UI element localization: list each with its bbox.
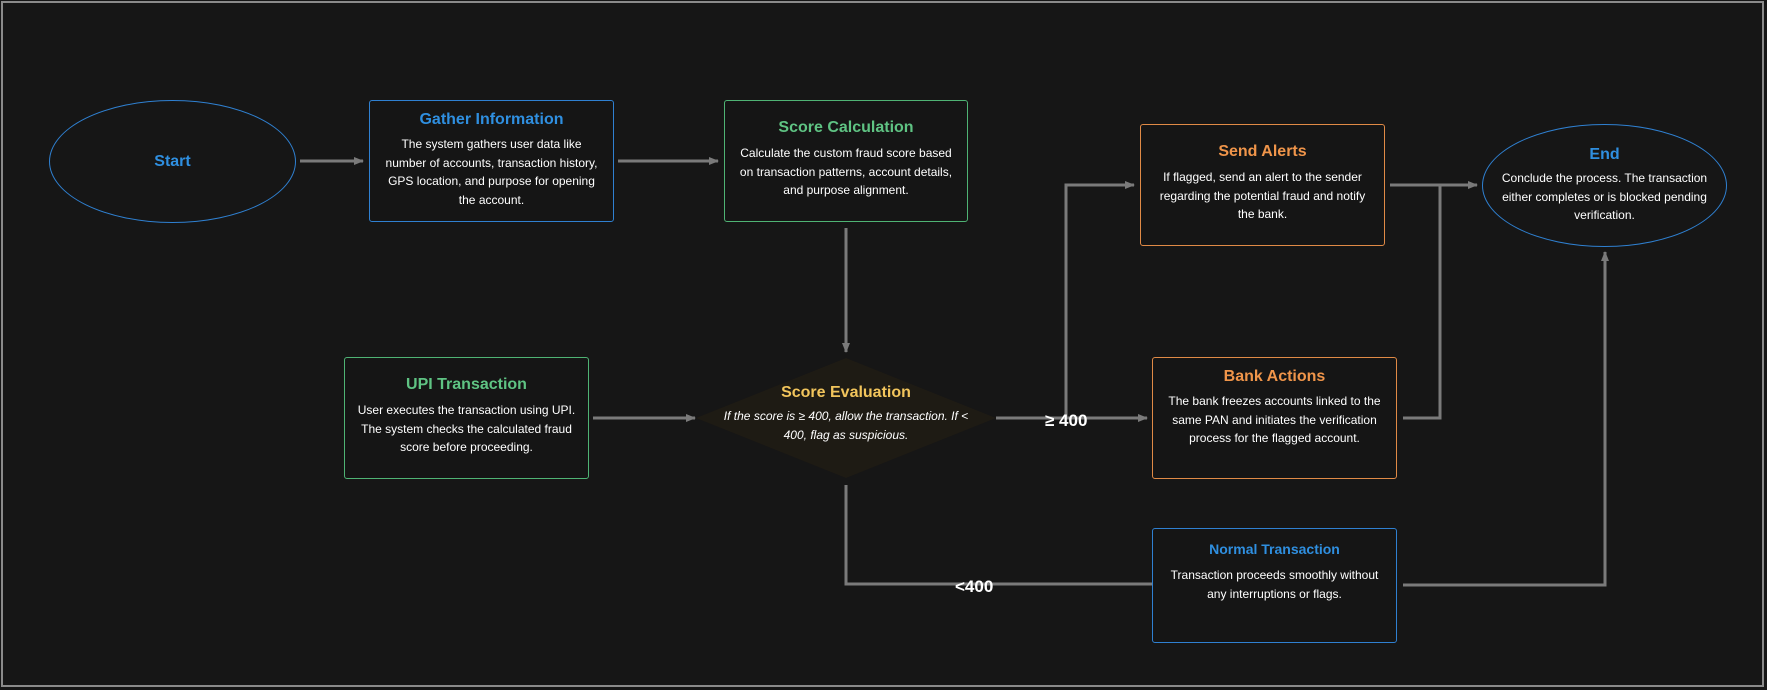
- upi-transaction-title: UPI Transaction: [406, 376, 527, 393]
- edge-label-lt-400: <400: [955, 577, 994, 596]
- upi-transaction-desc: User executes the transaction using UPI.…: [357, 403, 576, 454]
- score-calculation-title: Score Calculation: [778, 119, 914, 136]
- normal-transaction-title: Normal Transaction: [1209, 541, 1340, 557]
- gather-information-title: Gather Information: [419, 111, 564, 128]
- arrow-bank-actions-to-end: [1403, 185, 1442, 420]
- normal-transaction-desc: Transaction proceeds smoothly without an…: [1170, 568, 1379, 601]
- arrow-evaluation-to-normal: [844, 485, 1152, 586]
- start-node: Start: [49, 100, 296, 223]
- score-evaluation-node: Score Evaluation If the score is ≥ 400, …: [716, 384, 976, 454]
- bank-actions-title: Bank Actions: [1223, 368, 1326, 385]
- arrow-normal-to-end: [1403, 251, 1609, 587]
- end-node: End Conclude the process. The transactio…: [1482, 124, 1727, 247]
- score-evaluation-title: Score Evaluation: [781, 384, 911, 401]
- gather-information-desc: The system gathers user data like number…: [385, 137, 598, 207]
- upi-transaction-node: UPI Transaction User executes the transa…: [344, 357, 589, 479]
- send-alerts-title: Send Alerts: [1218, 143, 1307, 160]
- send-alerts-node: Send Alerts If flagged, send an alert to…: [1140, 124, 1385, 246]
- score-calculation-node: Score Calculation Calculate the custom f…: [724, 100, 968, 222]
- start-title: Start: [154, 152, 191, 170]
- bank-actions-node: Bank Actions The bank freezes accounts l…: [1152, 357, 1397, 479]
- normal-transaction-node: Normal Transaction Transaction proceeds …: [1152, 528, 1397, 643]
- score-evaluation-diamond: [696, 358, 996, 478]
- gather-information-node: Gather Information The system gathers us…: [369, 100, 614, 222]
- score-calculation-desc: Calculate the custom fraud score based o…: [739, 146, 953, 197]
- end-title: End: [1589, 146, 1620, 164]
- end-desc: Conclude the process. The transaction ei…: [1501, 171, 1708, 223]
- score-evaluation-desc: If the score is ≥ 400, allow the transac…: [723, 409, 969, 442]
- edge-label-ge-400: ≥ 400: [1045, 411, 1088, 430]
- send-alerts-desc: If flagged, send an alert to the sender …: [1159, 170, 1366, 221]
- bank-actions-desc: The bank freezes accounts linked to the …: [1168, 394, 1381, 445]
- arrow-evaluation-to-send-alerts: [1064, 181, 1135, 418]
